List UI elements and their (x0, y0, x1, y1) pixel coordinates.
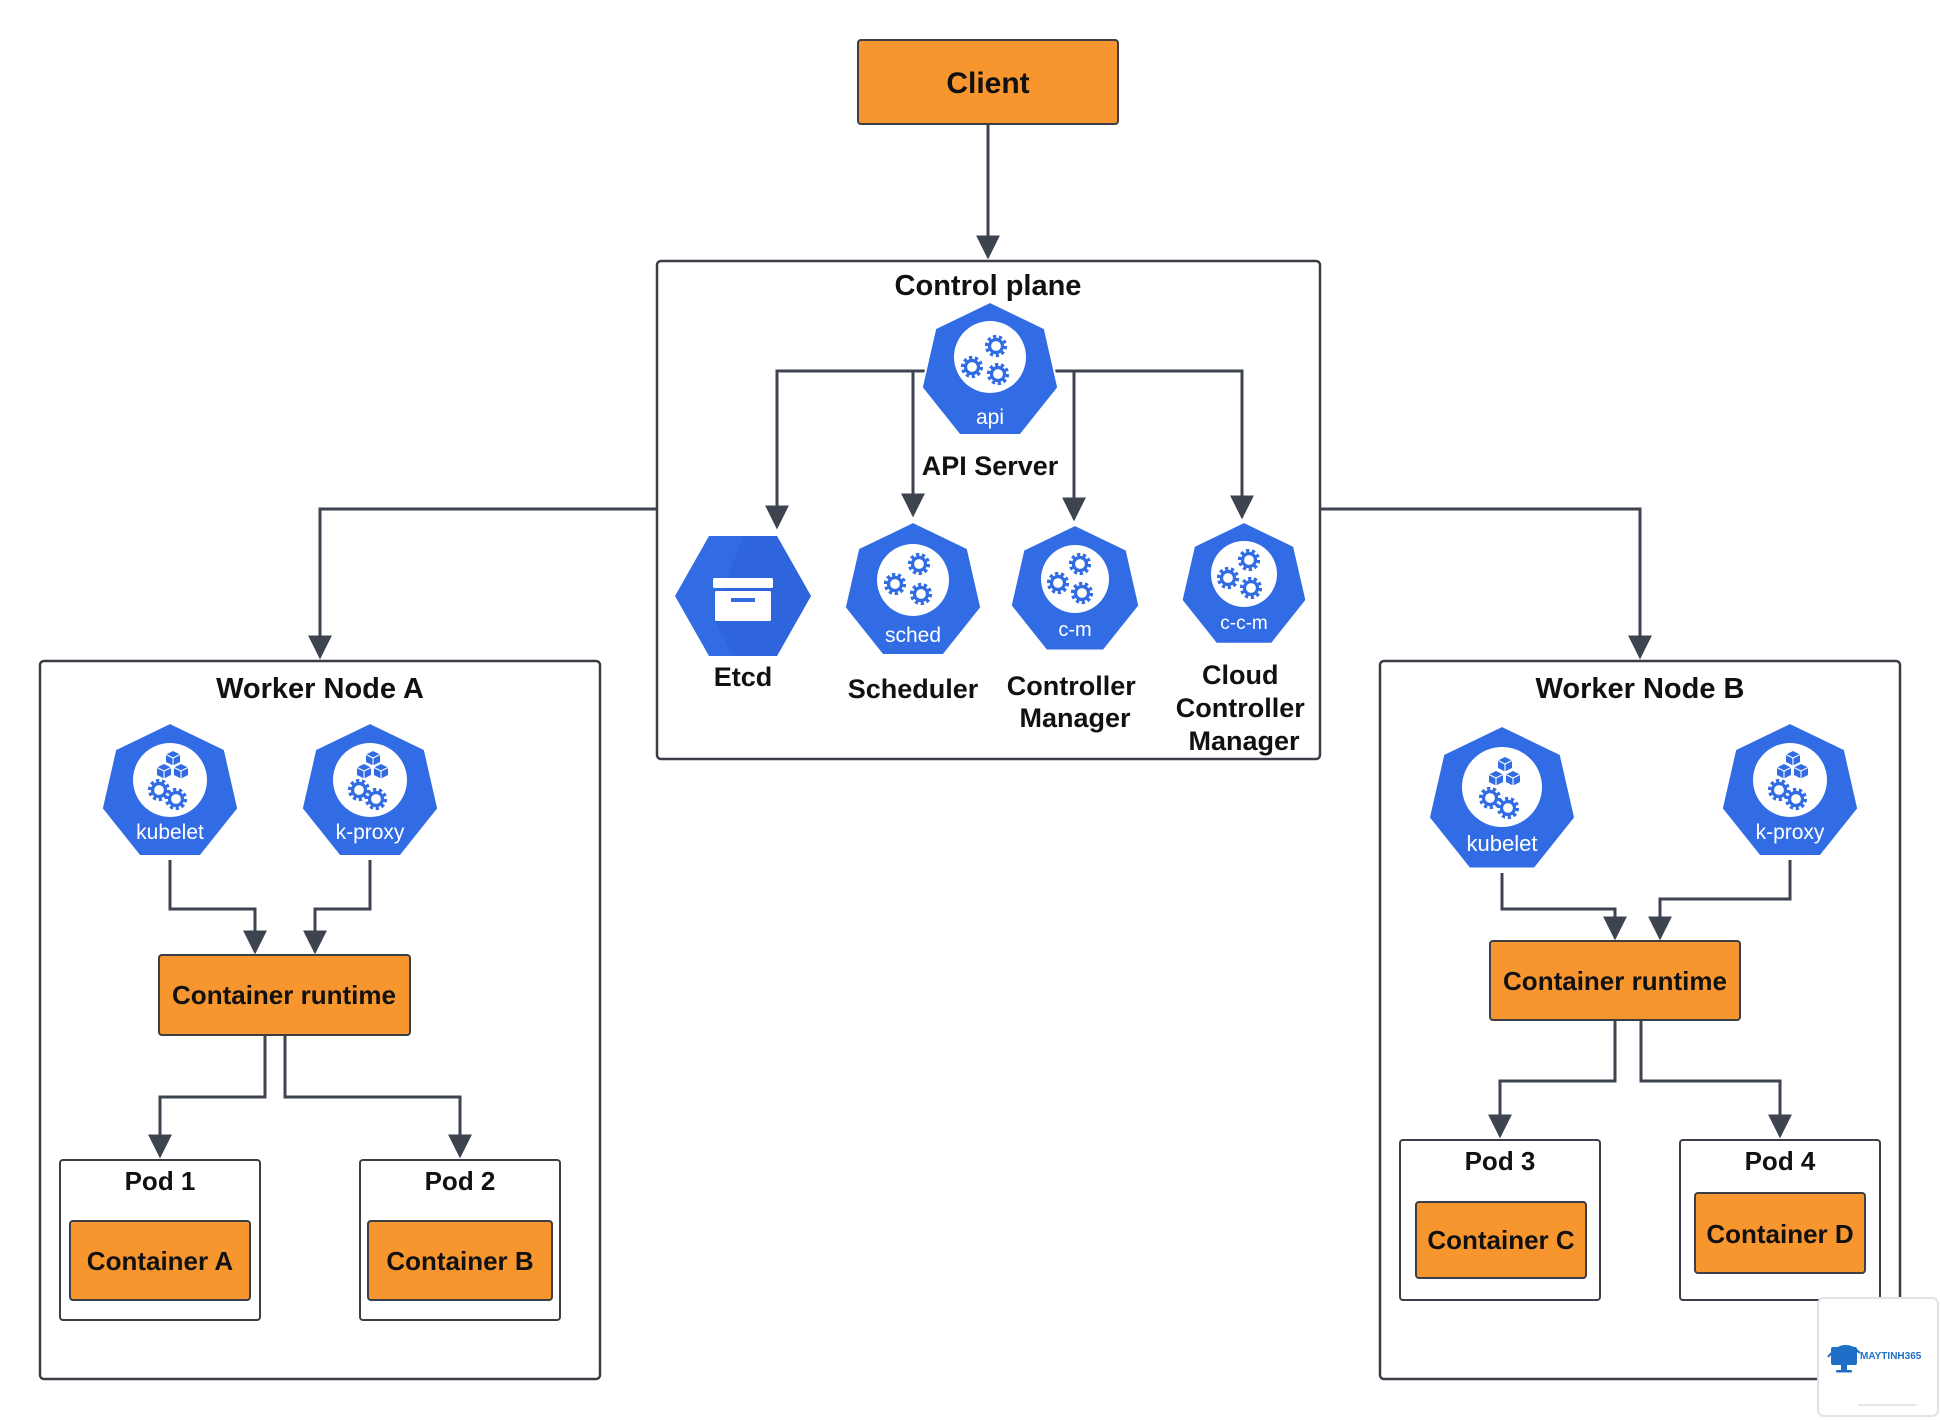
container-a-box (69, 1220, 251, 1301)
kubelet-b-to-runtime-arrow (1500, 873, 1627, 941)
runtime-b-to-pod3-arrow (1488, 1020, 1617, 1139)
etcd-drawer-top (713, 578, 773, 588)
worker-node-a-title: Worker Node A (216, 673, 424, 705)
api-to-controller-manager-arrow (1052, 369, 1086, 522)
client-box (857, 39, 1119, 125)
container-d-label: Container D (1706, 1219, 1853, 1249)
kproxy-a-to-runtime-arrow (303, 860, 372, 955)
container-runtime-b-label: Container runtime (1503, 966, 1727, 996)
container-b-box (367, 1220, 553, 1301)
ccm-caption-line-3: Manager (1188, 726, 1300, 756)
controller-manager-caption-line-1: Controller (1007, 671, 1136, 701)
kubelet-b-icon-label: kubelet (1467, 831, 1538, 856)
worker-node-b-box (1378, 659, 1902, 1381)
client-label: Client (946, 67, 1029, 100)
container-d-box (1694, 1192, 1866, 1274)
etcd-icon (675, 536, 811, 656)
api-to-etcd-arrow (765, 369, 928, 530)
control-plane-to-worker-b-arrow (1320, 507, 1652, 660)
pod1-title: Pod 1 (125, 1166, 196, 1196)
controller-manager-caption: Controller Manager (1007, 671, 1144, 733)
etcd-caption: Etcd (714, 662, 773, 692)
control-plane-title: Control plane (895, 270, 1082, 302)
sched-icon-label: sched (885, 624, 941, 647)
monitor-icon (1827, 1345, 1861, 1373)
kubelet-a-icon-label: kubelet (136, 821, 204, 844)
kubelet-a-to-runtime-arrow (168, 860, 267, 955)
container-runtime-a-box (158, 954, 411, 1036)
watermark-logo: MAYTINH365 (1817, 1297, 1939, 1417)
cloud-controller-manager-icon: c-c-m (1180, 520, 1308, 645)
controller-manager-icon: c-m (1009, 523, 1141, 652)
watermark-brand: MAYTINH365 (1860, 1351, 1922, 1362)
ccm-icon-label: c-c-m (1220, 613, 1267, 634)
runtime-a-to-pod2-arrow (283, 1035, 472, 1159)
worker-node-a-box (38, 659, 602, 1381)
kubelet-b-icon: kubelet (1427, 724, 1577, 870)
kproxy-b-icon-label: k-proxy (1756, 821, 1825, 844)
api-icon-label: api (976, 406, 1004, 429)
runtime-a-to-pod1-arrow (148, 1035, 267, 1159)
ccm-caption-line-1: Cloud (1202, 660, 1278, 690)
pod4-title: Pod 4 (1745, 1146, 1816, 1176)
container-runtime-a-label: Container runtime (172, 980, 396, 1010)
connectors (148, 124, 1792, 1159)
container-runtime-b-box (1489, 940, 1741, 1021)
controller-manager-caption-line-2: Manager (1019, 703, 1131, 733)
api-server-icon: api (920, 300, 1060, 436)
etcd-drawer-body (715, 591, 771, 621)
kproxy-a-icon: k-proxy (300, 721, 440, 857)
ccm-caption-line-2: Controller (1176, 693, 1305, 723)
pod2-title: Pod 2 (425, 1166, 496, 1196)
kubelet-a-icon: kubelet (100, 721, 240, 857)
runtime-b-to-pod4-arrow (1639, 1020, 1792, 1139)
container-c-label: Container C (1427, 1225, 1575, 1255)
cm-icon-label: c-m (1058, 619, 1091, 641)
scheduler-caption: Scheduler (848, 674, 979, 704)
control-plane-to-worker-a-arrow (308, 507, 657, 660)
pod3-title: Pod 3 (1465, 1146, 1536, 1176)
cloud-controller-manager-caption: Cloud Controller Manager (1176, 660, 1313, 756)
container-a-label: Container A (87, 1246, 234, 1276)
container-b-label: Container B (386, 1246, 533, 1276)
container-c-box (1415, 1201, 1587, 1279)
worker-node-b-title: Worker Node B (1536, 673, 1745, 705)
kproxy-b-to-runtime-arrow (1648, 860, 1792, 941)
api-server-caption: API Server (922, 451, 1059, 481)
api-to-cloud-controller-manager-arrow (1052, 369, 1254, 520)
kproxy-b-icon: k-proxy (1720, 721, 1860, 857)
scheduler-icon: sched (843, 520, 983, 656)
kproxy-a-icon-label: k-proxy (336, 821, 405, 844)
